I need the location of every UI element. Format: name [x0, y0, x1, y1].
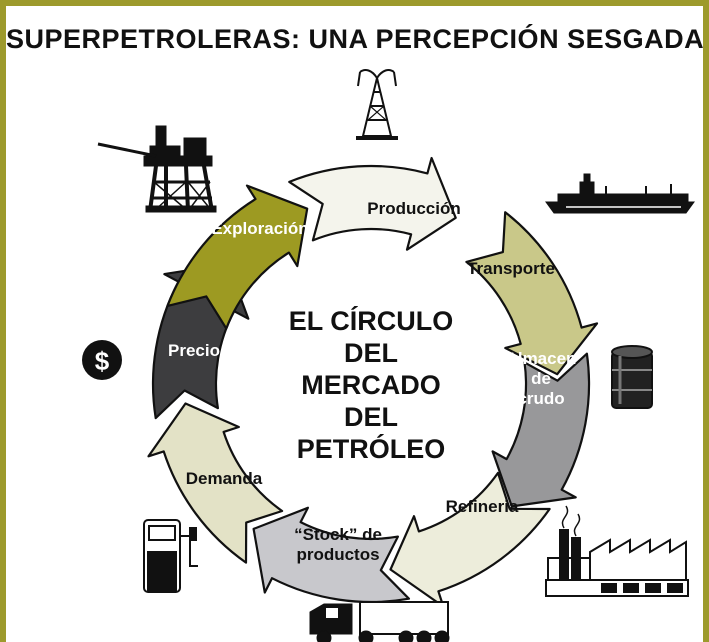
center-title-line: MERCADO	[301, 370, 441, 400]
stage-label-demanda: Demanda	[186, 469, 263, 488]
cycle-arrow-almacen	[491, 352, 591, 508]
cycle-arrow-demanda	[147, 402, 284, 564]
tanker-ship-icon	[545, 173, 695, 214]
dollar-symbol: $	[95, 346, 110, 376]
center-title-line: DEL	[344, 402, 398, 432]
stage-label-line: Demanda	[186, 469, 263, 488]
offshore-platform-icon	[97, 125, 217, 213]
stage-label-line: Transporte	[467, 259, 555, 278]
stage-label-line: Almacen	[506, 349, 577, 368]
stage-label-produccion: Producción	[367, 199, 461, 218]
stage-label-exploracion: Exploración	[211, 219, 308, 238]
oil-derrick-icon	[356, 69, 398, 140]
tanker-truck-icon	[309, 601, 450, 642]
refinery-factory-icon	[545, 505, 689, 597]
center-title-line: DEL	[344, 338, 398, 368]
stage-label-line: de	[531, 369, 551, 388]
cycle-arrow-transporte	[465, 211, 599, 376]
center-title-line: EL CÍRCULO	[289, 305, 454, 336]
gas-pump-icon	[143, 519, 198, 593]
stage-label-line: Refineria	[446, 497, 519, 516]
page-title: SUPERPETROLERAS: UNA PERCEPCIÓN SESGADA	[6, 24, 705, 54]
stage-label-line: productos	[296, 545, 379, 564]
dollar-icon: $	[82, 340, 122, 380]
stage-label-line: crudo	[517, 389, 564, 408]
cycle-arrow-produccion	[288, 156, 457, 251]
stage-label-transporte: Transporte	[467, 259, 555, 278]
stage-label-line: “Stock” de	[294, 525, 382, 544]
cycle-ring	[147, 156, 599, 608]
stage-label-line: Producción	[367, 199, 461, 218]
stage-label-precio: Precio	[168, 341, 220, 360]
cycle-arrow-stock	[252, 506, 410, 604]
cycle-arrow-exploracion	[166, 184, 309, 330]
stage-label-refineria: Refineria	[446, 497, 519, 516]
stage-label-line: Precio	[168, 341, 220, 360]
center-title-line: PETRÓLEO	[297, 433, 446, 464]
stage-label-line: Exploración	[211, 219, 308, 238]
oil-barrel-icon	[611, 345, 653, 409]
cycle-arrow-refineria	[389, 471, 551, 608]
